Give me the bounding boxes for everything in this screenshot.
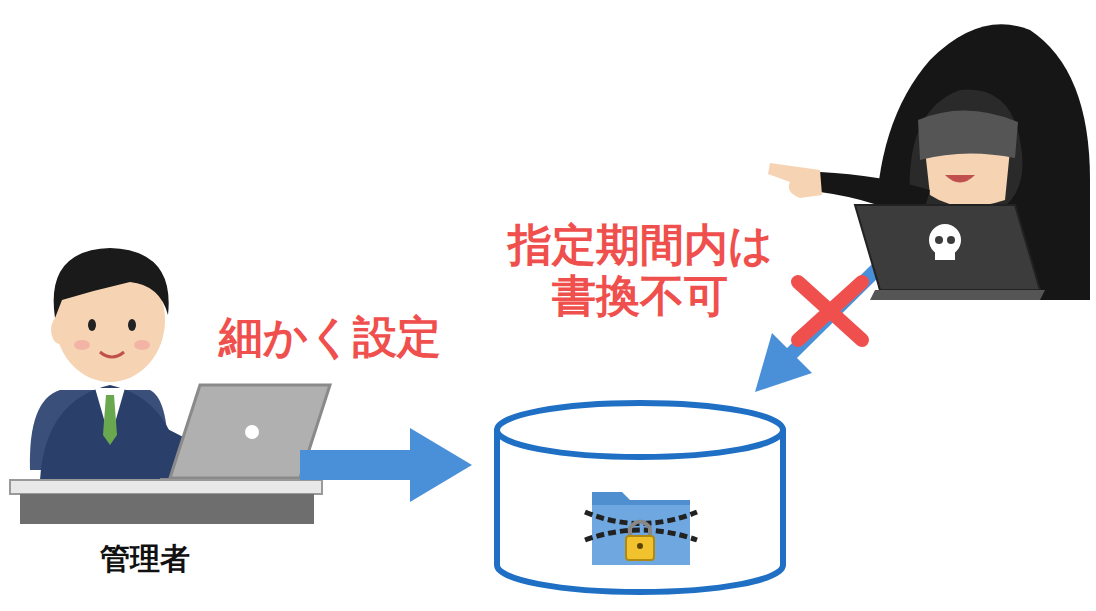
set-arrow: [300, 428, 472, 502]
actor-label: 管理者: [70, 542, 220, 577]
blocked-arrow: [755, 268, 878, 392]
admin-figure: [10, 248, 330, 524]
hacker-figure: [768, 24, 1090, 300]
locked-folder: [585, 492, 697, 565]
storage-cylinder: [497, 403, 783, 592]
lock-note: 指定期間内は 書換不可: [500, 220, 780, 321]
setting-note: 細かく設定: [212, 312, 448, 363]
